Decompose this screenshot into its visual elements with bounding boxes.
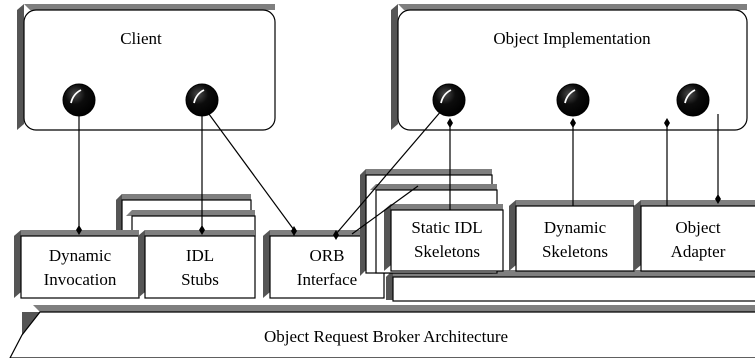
orb-interface-line1: ORB xyxy=(310,246,345,265)
implementation-object-sphere xyxy=(556,83,590,117)
client-object-sphere xyxy=(62,83,96,117)
implementation-objects xyxy=(432,83,710,117)
orb-core-bar: Object Request Broker Architecture xyxy=(9,305,755,358)
dynamic-invocation-line2: Invocation xyxy=(44,270,117,289)
static-idl-skeletons-box: Static IDL Skeletons xyxy=(384,204,504,272)
orb-interface-line2: Interface xyxy=(297,270,357,289)
arrowhead xyxy=(570,118,576,128)
client-to-orb-interface-arrow xyxy=(205,109,295,231)
idl-stubs-box: IDL Stubs xyxy=(138,230,256,299)
arrowhead xyxy=(715,194,721,204)
dynamic-invocation-line1: Dynamic xyxy=(49,246,112,265)
dynamic-skeletons-line1: Dynamic xyxy=(544,218,607,237)
object-to-orb-interface-arrow xyxy=(335,109,443,235)
static-idl-skeletons-line1: Static IDL xyxy=(411,218,482,237)
dynamic-skeletons-line2: Skeletons xyxy=(542,242,608,261)
dynamic-invocation-box: Dynamic Invocation xyxy=(14,230,140,299)
client-object-sphere xyxy=(185,83,219,117)
idl-stubs-line2: Stubs xyxy=(181,270,219,289)
static-idl-skeletons-line2: Skeletons xyxy=(414,242,480,261)
idl-stubs-line1: IDL xyxy=(186,246,214,265)
connectors xyxy=(78,109,719,235)
orb-to-static-skeletons-arrow xyxy=(351,185,419,235)
implementation-object-sphere xyxy=(676,83,710,117)
orb-core-title: Object Request Broker Architecture xyxy=(264,327,508,346)
dynamic-skeletons-box: Dynamic Skeletons xyxy=(509,200,635,272)
connector-heads xyxy=(76,118,721,240)
object-adapter-line2: Adapter xyxy=(671,242,726,261)
object-adapter-line1: Object xyxy=(675,218,721,237)
client-box: Client xyxy=(17,4,276,131)
implementation-object-sphere xyxy=(432,83,466,117)
client-objects xyxy=(62,83,219,117)
arrowhead xyxy=(76,225,82,235)
arrowhead xyxy=(447,118,453,128)
object-implementation-box: Object Implementation xyxy=(391,4,748,131)
arrowhead xyxy=(664,118,670,128)
arrowhead xyxy=(199,225,205,235)
orb-backdrop-panel xyxy=(386,270,755,302)
object-adapter-box: Object Adapter xyxy=(634,200,755,272)
object-implementation-label: Object Implementation xyxy=(493,29,651,48)
arrowhead xyxy=(333,230,339,240)
client-label: Client xyxy=(120,29,162,48)
idl-stubs-stack xyxy=(116,194,256,237)
arrowhead xyxy=(291,226,297,236)
